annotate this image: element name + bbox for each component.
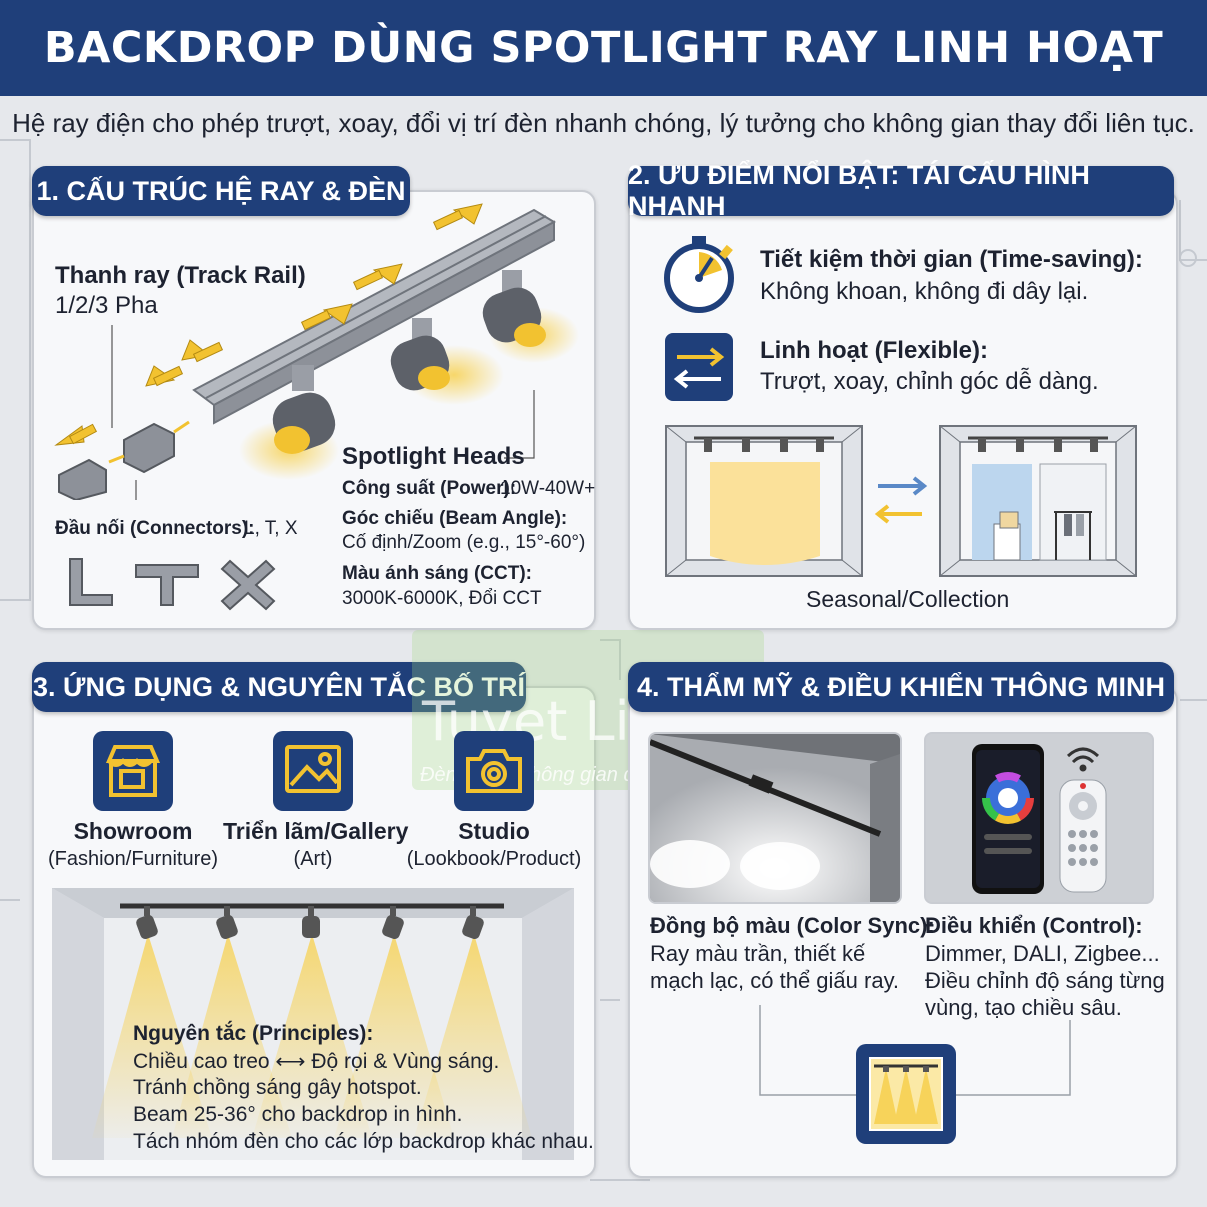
- stopwatch-icon: [664, 236, 734, 313]
- rooms-caption: Seasonal/Collection: [806, 586, 1010, 612]
- spot-3: [302, 906, 320, 938]
- section2-title: 2. ƯU ĐIỂM NỔI BẬT: TÁI CẤU HÌNH NHANH: [628, 160, 1174, 221]
- timesave-title: Tiết kiệm thời gian (Time-saving):: [760, 246, 1143, 273]
- backdrop-layout-illustration: [52, 888, 574, 1160]
- rail-phase: 1/2/3 Pha: [55, 292, 158, 319]
- page-header: BACKDROP DÙNG SPOTLIGHT RAY LINH HOẠT: [0, 0, 1207, 96]
- control-line-3: vùng, tạo chiều sâu.: [925, 995, 1122, 1020]
- app-gallery-sub: (Art): [293, 848, 333, 870]
- connectors-value: L, T, X: [244, 518, 298, 539]
- room-before: [665, 425, 863, 577]
- spotlight-head-2: [390, 318, 450, 391]
- remote-control: [1059, 779, 1107, 893]
- spotlight-head-3: [482, 270, 546, 347]
- principle-3: Beam 25-36° cho backdrop in hình.: [133, 1103, 463, 1126]
- page-subtitle: Hệ ray điện cho phép trượt, xoay, đổi vị…: [12, 108, 1195, 138]
- flex-title: Linh hoạt (Flexible):: [760, 337, 988, 364]
- app-studio-name: Studio: [458, 818, 530, 844]
- sync-line-2: mạch lạc, có thể giấu ray.: [650, 968, 900, 993]
- sync-title: Đồng bộ màu (Color Sync):: [650, 913, 935, 938]
- power-value: 10W-40W+: [500, 478, 596, 499]
- heads-title: Spotlight Heads: [342, 443, 525, 470]
- connector-shapes: [69, 558, 276, 611]
- timesave-desc: Không khoan, không đi dây lại.: [760, 278, 1089, 305]
- ceiling-track-photo: [648, 732, 902, 904]
- cct-label: Màu ánh sáng (CCT):: [342, 563, 532, 584]
- spot-2: [216, 906, 238, 940]
- app-gallery-name: Triển lãm/Gallery: [223, 818, 409, 844]
- app-showroom-name: Showroom: [73, 818, 193, 844]
- principle-4: Tách nhóm đèn cho các lớp backdrop khác …: [133, 1130, 594, 1153]
- reconfigure-rooms-illustration: [665, 425, 1137, 577]
- section1-title: 1. CẤU TRÚC HỆ RAY & ĐÈN: [32, 166, 410, 216]
- track-rail-illustration: [54, 203, 579, 500]
- app-studio-sub: (Lookbook/Product): [406, 848, 582, 870]
- room-after: [939, 425, 1137, 577]
- wifi-icon: [1066, 747, 1100, 772]
- spot-1: [136, 906, 158, 940]
- beam-value: Cố định/Zoom (e.g., 15°-60°): [342, 532, 586, 553]
- lit-niche-icon: [856, 1044, 956, 1144]
- flex-desc: Trượt, xoay, chỉnh góc dễ dàng.: [760, 368, 1099, 395]
- app-remote-photo: [924, 732, 1154, 904]
- rail-label: Thanh ray (Track Rail): [55, 262, 306, 289]
- section4-title: 4. THẨM MỸ & ĐIỀU KHIỂN THÔNG MINH: [628, 662, 1174, 712]
- x-connector-icon: [220, 559, 276, 611]
- control-line-2: Điều chỉnh độ sáng từng: [925, 968, 1165, 993]
- swap-arrows: [874, 476, 928, 524]
- store-icon: [93, 731, 173, 811]
- l-connector-icon: [69, 558, 113, 606]
- principles-title: Nguyên tắc (Principles):: [133, 1022, 374, 1045]
- spotlight-head-1: [272, 365, 336, 454]
- control-line-1: Dimmer, DALI, Zigbee...: [925, 941, 1160, 966]
- swap-arrows-icon: [665, 333, 733, 401]
- power-label: Công suất (Power):: [342, 478, 517, 499]
- beam-label: Góc chiếu (Beam Angle):: [342, 508, 568, 529]
- principle-2: Tránh chồng sáng gây hotspot.: [133, 1076, 422, 1099]
- section3-title: 3. ỨNG DỤNG & NGUYÊN TẮC BỐ TRÍ: [32, 662, 526, 712]
- control-title: Điều khiển (Control):: [925, 913, 1143, 938]
- app-showroom-sub: (Fashion/Furniture): [47, 848, 219, 870]
- t-connector-icon: [135, 564, 199, 606]
- connectors-label: Đầu nối (Connectors):: [55, 518, 255, 539]
- sync-line-1: Ray màu trần, thiết kế: [650, 941, 866, 966]
- connector-block: [58, 422, 175, 500]
- principle-1: Chiều cao treo ⟷ Độ rọi & Vùng sáng.: [133, 1050, 500, 1073]
- spot-4: [382, 906, 404, 940]
- camera-icon: [454, 731, 534, 811]
- spot-5: [462, 906, 484, 940]
- connector-lines: [759, 1005, 1071, 1096]
- page-title: BACKDROP DÙNG SPOTLIGHT RAY LINH HOẠT: [43, 23, 1164, 73]
- image-icon: [273, 731, 353, 811]
- cct-value: 3000K-6000K, Đổi CCT: [342, 588, 542, 609]
